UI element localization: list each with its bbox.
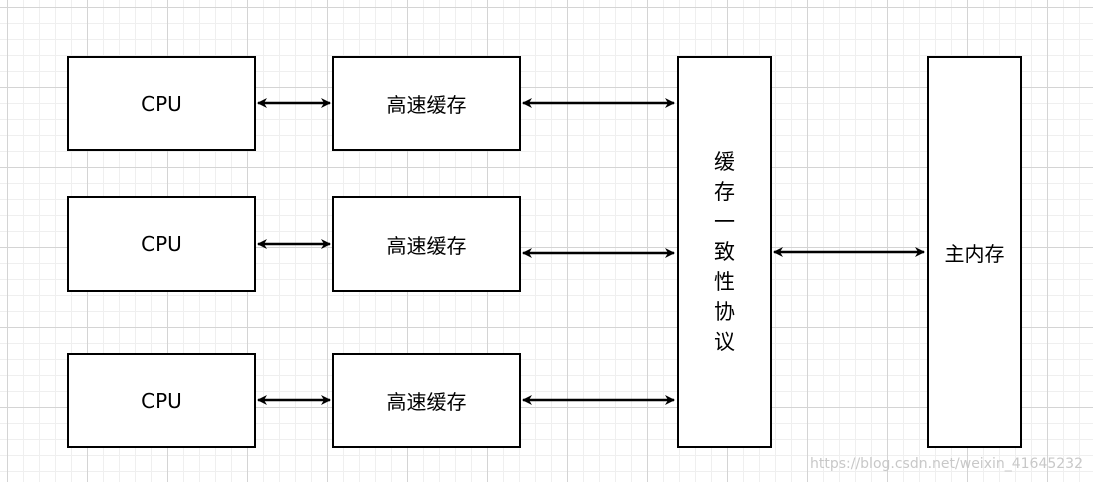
- cache-box-2: 高速缓存: [332, 196, 521, 292]
- protocol-char-3: 一: [714, 210, 735, 234]
- protocol-char-7: 议: [714, 330, 735, 354]
- protocol-char-2: 存: [714, 180, 735, 204]
- cpu-label-1: CPU: [141, 91, 182, 116]
- cpu-label-2: CPU: [141, 232, 182, 256]
- protocol-char-5: 性: [714, 270, 735, 294]
- cache-label-2: 高速缓存: [386, 233, 467, 258]
- cpu-box-2: CPU: [67, 196, 256, 292]
- protocol-char-6: 协: [714, 300, 735, 324]
- cpu-label-3: CPU: [141, 388, 182, 413]
- cpu-box-1: CPU: [67, 56, 256, 151]
- cache-box-1: 高速缓存: [332, 56, 521, 151]
- coherence-protocol-box: 缓 存 一 致 性 协 议: [677, 56, 772, 448]
- cache-box-3: 高速缓存: [332, 353, 521, 448]
- cache-label-3: 高速缓存: [386, 390, 467, 414]
- watermark-text: https://blog.csdn.net/weixin_41645232: [809, 456, 1083, 472]
- cpu-box-3: CPU: [67, 353, 256, 448]
- main-memory-label: 主内存: [944, 241, 1005, 266]
- protocol-char-4: 致: [714, 240, 735, 264]
- main-memory-box: 主内存: [927, 56, 1022, 448]
- cache-label-1: 高速缓存: [386, 93, 467, 117]
- protocol-char-1: 缓: [714, 150, 735, 174]
